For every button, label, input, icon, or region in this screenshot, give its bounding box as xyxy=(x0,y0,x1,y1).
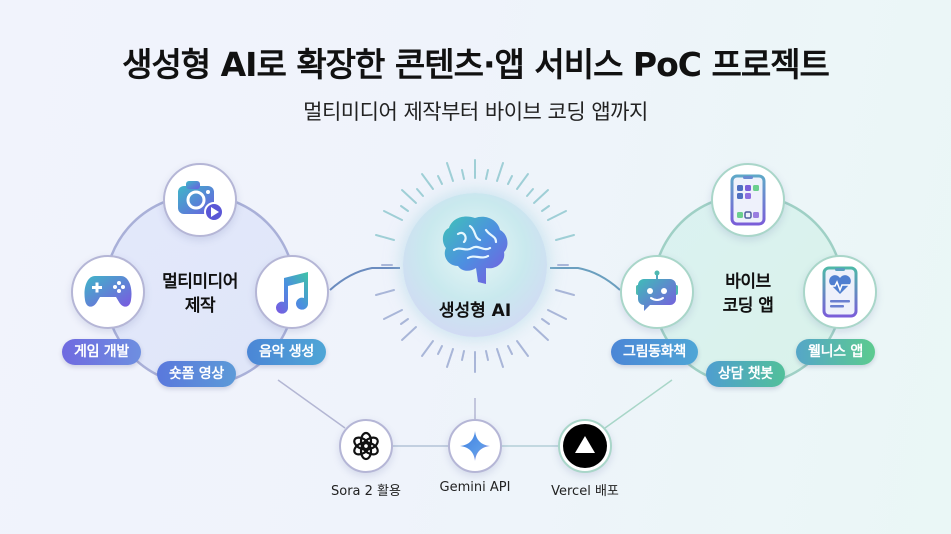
gamepad-icon xyxy=(84,276,132,307)
chatbot-icon xyxy=(636,270,678,311)
vibe-coding-cluster-label: 바이브 코딩 앱 xyxy=(690,270,806,318)
wellness-node xyxy=(803,255,877,329)
tag-music-generation: 음악 생성 xyxy=(247,339,326,365)
tool-label-sora: Sora 2 활용 xyxy=(331,484,401,499)
brain-icon xyxy=(442,216,508,284)
tag-counseling-chatbot: 상담 챗봇 xyxy=(706,361,785,387)
gemini-node xyxy=(448,419,502,473)
multimedia-cluster-label: 멀티미디어 제작 xyxy=(140,270,260,318)
chatbot-node xyxy=(620,255,694,329)
tag-wellness-app: 웰니스 앱 xyxy=(796,339,875,365)
tag-shortform-video: 숏폼 영상 xyxy=(157,361,236,387)
smartphone-apps-icon xyxy=(730,174,766,226)
sora-node xyxy=(339,419,393,473)
multimedia-label-line1: 멀티미디어 xyxy=(162,272,238,292)
vercel-triangle-icon xyxy=(563,424,607,468)
vibe-label-line2: 코딩 앱 xyxy=(722,296,774,316)
tag-game-dev: 게임 개발 xyxy=(62,339,141,365)
tag-picture-book: 그림동화책 xyxy=(611,339,698,365)
vercel-node xyxy=(558,419,612,473)
tool-label-vercel: Vercel 배포 xyxy=(551,484,619,499)
music-note-icon xyxy=(276,272,308,314)
phone-apps-node xyxy=(711,163,785,237)
gemini-sparkle-icon xyxy=(460,431,490,461)
health-phone-icon xyxy=(822,266,858,318)
multimedia-label-line2: 제작 xyxy=(184,296,216,316)
tool-label-gemini: Gemini API xyxy=(439,480,511,495)
openai-icon xyxy=(353,431,379,461)
vibe-label-line1: 바이브 xyxy=(725,272,771,292)
music-node xyxy=(255,255,329,329)
camera-node xyxy=(163,163,237,237)
game-node xyxy=(71,255,145,329)
page-subtitle: 멀티미디어 제작부터 바이브 코딩 앱까지 xyxy=(303,100,648,124)
camera-video-icon xyxy=(178,181,224,222)
center-label: 생성형 AI xyxy=(438,301,512,321)
page-title: 생성형 AI로 확장한 콘텐츠·앱 서비스 PoC 프로젝트 xyxy=(122,45,830,84)
